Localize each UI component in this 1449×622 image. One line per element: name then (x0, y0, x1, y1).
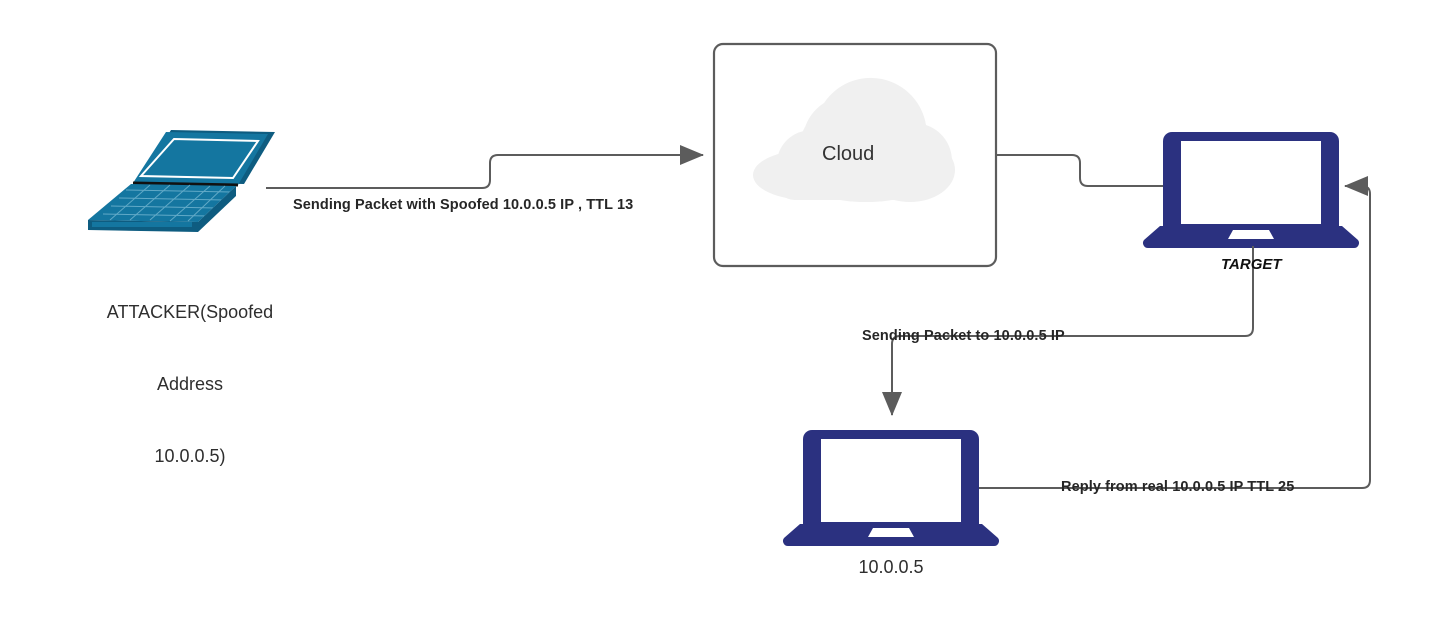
cloud-label: Cloud (822, 143, 875, 165)
connector-attacker-to-cloud (266, 145, 704, 189)
target-laptop-icon[interactable] (1143, 132, 1360, 249)
target-label: TARGET (1221, 256, 1282, 273)
edge-label-spoofed-packet: Sending Packet with Spoofed 10.0.0.5 IP … (293, 197, 634, 213)
connector-line-1 (266, 145, 704, 189)
victim-label: 10.0.0.5 (858, 557, 924, 577)
connector-line-2 (996, 154, 1166, 187)
connector-target-to-victim (882, 246, 1254, 416)
cloud-box-group[interactable] (712, 42, 998, 268)
connector-cloud-to-target (996, 154, 1166, 187)
victim-laptop-icon[interactable] (783, 430, 1000, 546)
connector-line-3 (882, 246, 1254, 416)
attacker-label-line-3: 10.0.0.5) (154, 446, 226, 466)
attacker-label: ATTACKER(Spoofed Address 10.0.0.5) (70, 252, 310, 516)
attacker-label-line-1: ATTACKER(Spoofed (106, 302, 274, 322)
cloud-icon (753, 77, 955, 202)
edge-label-packet-to-victim: Sending Packet to 10.0.0.5 IP (862, 328, 1065, 344)
connector-victim-to-target (979, 176, 1371, 489)
attacker-label-line-2: Address (156, 374, 224, 394)
connector-line-4 (979, 176, 1371, 489)
edge-label-reply-from-victim: Reply from real 10.0.0.5 IP TTL 25 (1061, 479, 1295, 495)
laptop-3d-icon[interactable] (88, 130, 275, 232)
